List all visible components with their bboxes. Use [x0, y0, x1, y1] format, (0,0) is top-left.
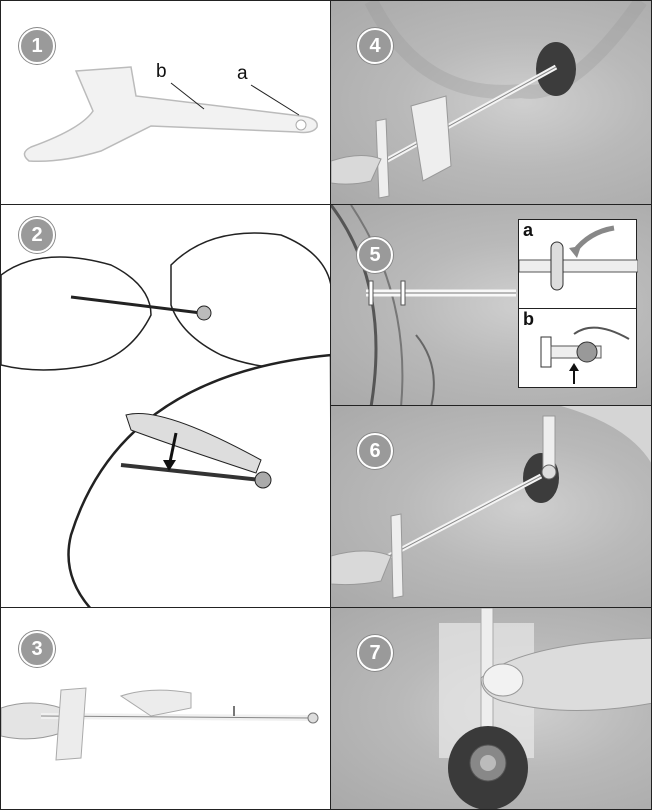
label-a: a	[237, 63, 248, 85]
step-1-panel: 1 b a	[0, 0, 331, 205]
step-number-badge: 3	[19, 631, 55, 667]
label-b: b	[156, 61, 167, 83]
step-number-badge: 2	[19, 217, 55, 253]
step-number-badge: 5	[357, 237, 393, 273]
inset-b-illustration	[519, 309, 638, 389]
step-2-panel: 2	[0, 204, 331, 608]
step-4-panel: 4	[330, 0, 652, 205]
step-number-badge: 1	[19, 28, 55, 64]
hands-illustration	[1, 205, 331, 608]
step-3-panel: 3	[0, 607, 331, 810]
step-7-panel: 7	[330, 607, 652, 810]
step-5-panel: 5 a b	[330, 204, 652, 406]
inset-a: a	[518, 219, 637, 309]
inset-a-illustration	[519, 220, 638, 310]
inset-b: b	[518, 308, 637, 388]
step-number-badge: 6	[357, 433, 393, 469]
step-number-badge: 7	[357, 635, 393, 671]
tool-illustration	[1, 1, 331, 205]
step-6-panel: 6	[330, 405, 652, 608]
step-number-badge: 4	[357, 28, 393, 64]
